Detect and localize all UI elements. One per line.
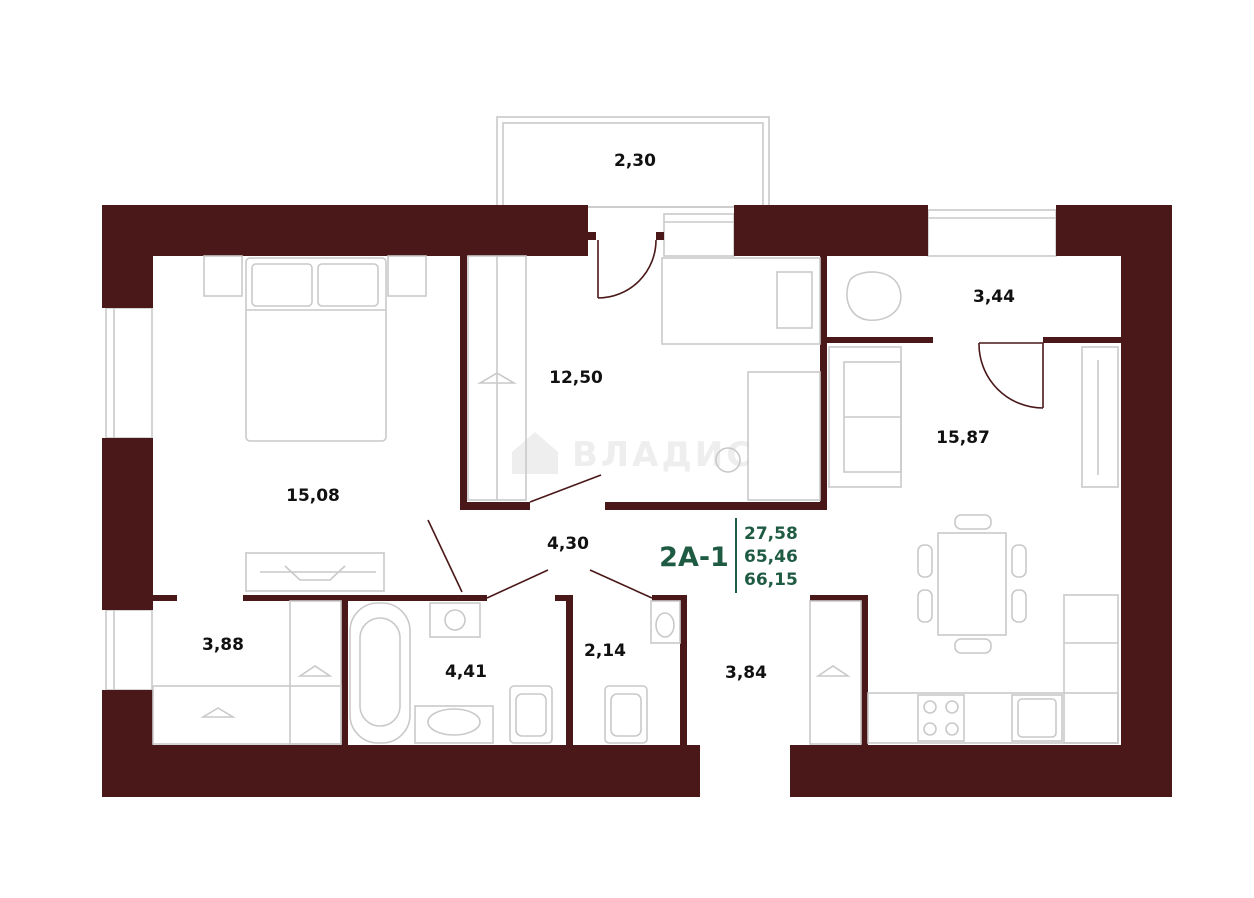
bedroom-area: 15,08 <box>286 486 340 506</box>
kitchen-counter-icon <box>867 594 1119 744</box>
apartment-summary: 2А-1 27,58 65,46 66,15 <box>659 518 798 593</box>
total-with-balcony-value: 66,15 <box>744 570 798 590</box>
toilet-area: 2,14 <box>584 641 626 661</box>
toilet-icon <box>509 685 553 744</box>
toilet-room-icon <box>604 600 681 744</box>
dining-table-icon <box>917 514 1027 654</box>
closet-icon <box>152 600 342 745</box>
study-area: 12,50 <box>549 368 603 388</box>
desk-icon <box>715 371 821 501</box>
room-labels: 2,30 15,08 12,50 3,44 15,87 4,30 3,88 4,… <box>202 151 1015 683</box>
sink-icon <box>414 705 494 744</box>
walls <box>102 205 1172 797</box>
kitchen-living-area: 15,87 <box>936 428 990 448</box>
sofa-icon <box>828 346 902 488</box>
entrance-area: 3,84 <box>725 663 767 683</box>
chair-icon <box>846 271 902 321</box>
watermark-text: ВЛАДИС <box>572 435 754 475</box>
dresser-icon <box>245 552 385 592</box>
apartment-code: 2А-1 <box>659 542 729 573</box>
washing-machine-icon <box>429 602 481 638</box>
balcony-area: 2,30 <box>614 151 656 171</box>
entrance-closet-icon <box>809 600 862 745</box>
total-area-value: 65,46 <box>744 547 798 567</box>
balcony-outline <box>496 116 770 208</box>
wardrobe-area: 3,88 <box>202 635 244 655</box>
wardrobe-icon <box>467 255 527 501</box>
hall-area: 4,30 <box>547 534 589 554</box>
bed-icon <box>203 255 427 442</box>
living-area-value: 27,58 <box>744 524 798 544</box>
bathtub-icon <box>349 602 411 744</box>
bathroom-area: 4,41 <box>445 662 487 682</box>
loggia-area: 3,44 <box>973 287 1015 307</box>
watermark-logo: ВЛАДИС <box>512 432 754 475</box>
tv-icon <box>1081 346 1119 488</box>
sofa-bed-icon <box>661 257 821 345</box>
doors <box>427 239 1044 599</box>
